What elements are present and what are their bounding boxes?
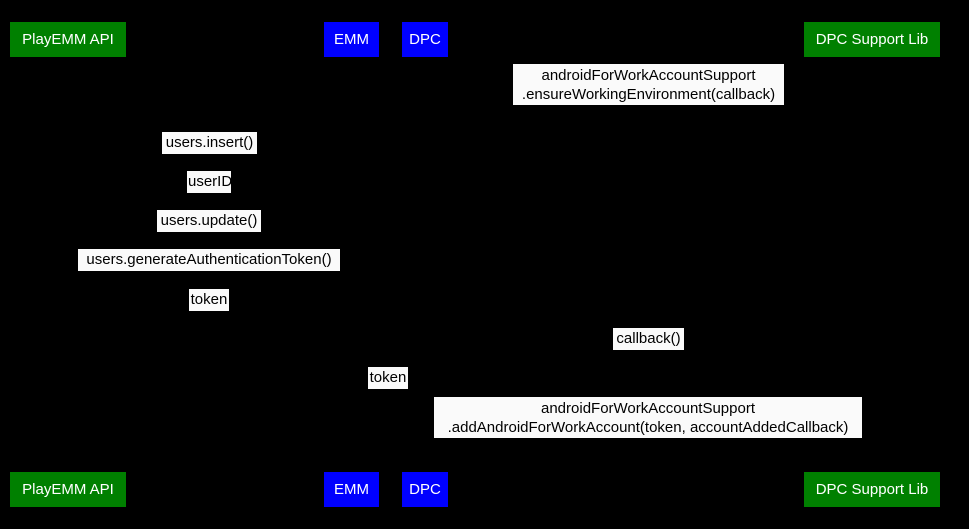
participant-dpc-top[interactable]: DPC: [402, 22, 448, 57]
message-label-user-id: userID: [187, 171, 232, 193]
message-label-users-update: users.update(): [157, 210, 261, 232]
participant-dpc-bottom[interactable]: DPC: [402, 472, 448, 507]
message-label-users-insert: users.insert(): [162, 132, 257, 154]
message-label-add-android-for-work-account: androidForWorkAccountSupport .addAndroid…: [434, 397, 862, 438]
message-label-users-generate-authentication-token: users.generateAuthenticationToken(): [78, 249, 340, 271]
message-label-callback: callback(): [613, 328, 684, 350]
participant-playemm-api-bottom[interactable]: PlayEMM API: [10, 472, 126, 507]
participant-emm-top[interactable]: EMM: [324, 22, 379, 57]
participant-emm-bottom[interactable]: EMM: [324, 472, 379, 507]
participant-playemm-api-top[interactable]: PlayEMM API: [10, 22, 126, 57]
participant-dpc-support-lib-bottom[interactable]: DPC Support Lib: [804, 472, 940, 507]
participant-dpc-support-lib-top[interactable]: DPC Support Lib: [804, 22, 940, 57]
message-label-token-2: token: [368, 367, 408, 389]
message-label-token-1: token: [189, 289, 229, 311]
message-label-ensure-working-environment: androidForWorkAccountSupport .ensureWork…: [513, 64, 784, 105]
